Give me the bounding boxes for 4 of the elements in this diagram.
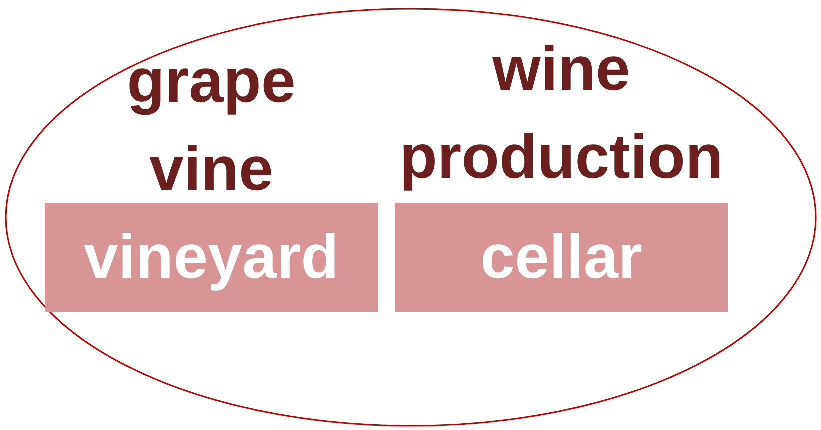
label-box: vineyard bbox=[45, 203, 378, 312]
label-box: cellar bbox=[395, 203, 728, 312]
heading: wine production bbox=[398, 34, 724, 194]
heading: grape vine bbox=[126, 46, 297, 206]
